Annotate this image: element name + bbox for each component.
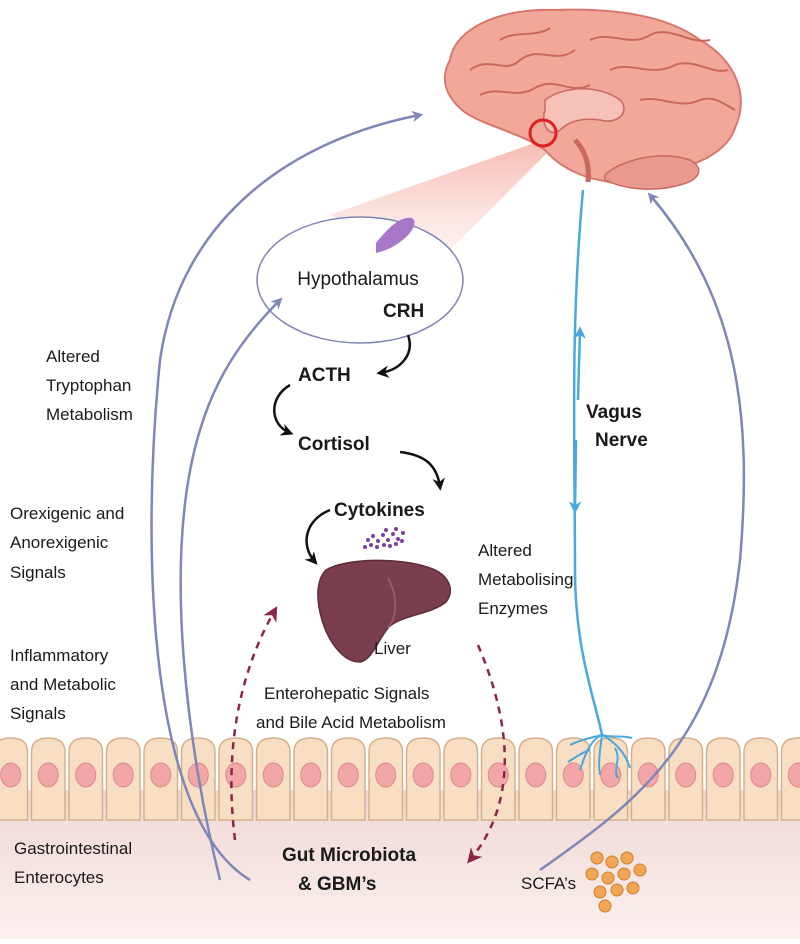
inflammatory-label-1: Inflammatory [10,646,109,665]
enterocyte-layer [0,738,800,820]
gastrointestinal-label-1: Gastrointestinal [14,839,132,858]
enterohepatic-label-2: and Bile Acid Metabolism [256,713,446,732]
enterohepatic-label-1: Enterohepatic Signals [264,684,429,703]
cortisol-label: Cortisol [298,434,370,455]
tryptophan-label-3: Metabolism [46,405,133,424]
cell-nucleus [113,763,133,787]
cell-nucleus [751,763,771,787]
orexigenic-label-1: Orexigenic and [10,504,124,523]
vagus-label-2: Nerve [595,430,648,451]
cytokine-particles [363,527,405,549]
cell-nucleus [226,763,246,787]
crh-label: CRH [383,301,424,322]
cell-nucleus [151,763,171,787]
cell-nucleus [713,763,733,787]
tryptophan-label-1: Altered [46,347,100,366]
cell-nucleus [676,763,696,787]
liver-label: Liver [374,639,411,658]
gut-microbiota-label-1: Gut Microbiota [282,845,416,866]
vagus-label-1: Vagus [586,402,642,423]
scfa-label: SCFA’s [521,874,576,893]
vagus-nerve [568,190,632,778]
cell-nucleus [413,763,433,787]
cell-nucleus [301,763,321,787]
acth-label: ACTH [298,365,351,386]
cell-nucleus [1,763,21,787]
gut-microbiota-label-2: & GBM’s [298,874,376,895]
cell-nucleus [38,763,58,787]
cell-nucleus [601,763,621,787]
cell-nucleus [76,763,96,787]
cell-nucleus [376,763,396,787]
cytokines-to-liver-arrow [307,510,330,562]
orexigenic-label-2: Anorexigenic [10,533,109,552]
enzymes-label-1: Altered [478,541,532,560]
gastrointestinal-label-2: Enterocytes [14,868,104,887]
hypothalamus-label: Hypothalamus [297,269,418,290]
cytokines-label: Cytokines [334,500,425,521]
enzymes-label-2: Metabolising [478,570,573,589]
inflammatory-label-2: and Metabolic [10,675,116,694]
cell-nucleus [526,763,546,787]
cell-nucleus [451,763,471,787]
cell-nucleus [338,763,358,787]
acth-to-cortisol-arrow [274,385,290,433]
cortisol-to-cytokines-arrow [400,452,440,487]
enzymes-label-3: Enzymes [478,599,548,618]
inflammatory-label-3: Signals [10,704,66,723]
cell-nucleus [263,763,283,787]
orexigenic-label-3: Signals [10,563,66,582]
tryptophan-label-2: Tryptophan [46,376,131,395]
